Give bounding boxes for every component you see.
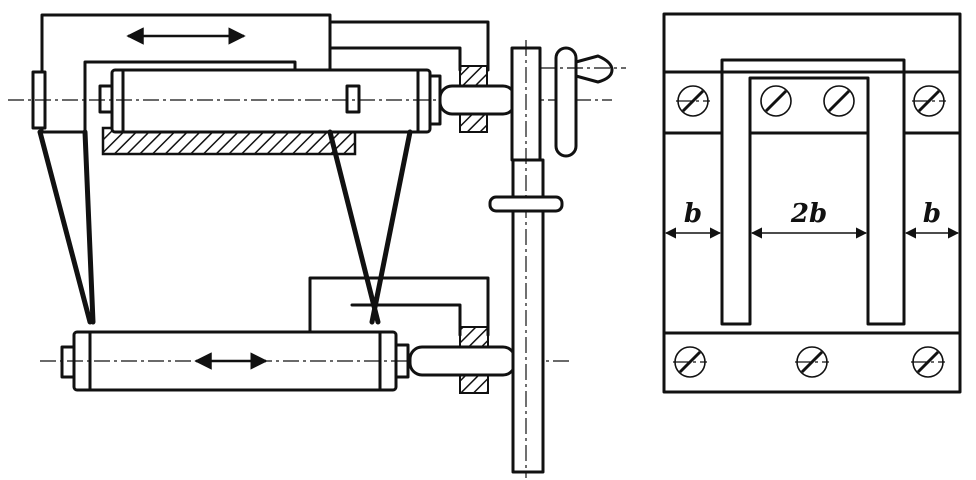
fork xyxy=(720,58,906,326)
bolt-icon xyxy=(795,346,829,378)
front-frame xyxy=(662,12,962,394)
upper-bearing-bottom xyxy=(459,113,488,133)
crank-arm xyxy=(554,46,578,158)
bolt-icon xyxy=(760,85,792,117)
upper-roller xyxy=(110,68,432,134)
dimension-label-left: b xyxy=(684,199,702,229)
lower-bearing-top xyxy=(459,326,489,348)
bolt-icon xyxy=(823,85,855,117)
upper-bearing-top xyxy=(459,65,488,87)
front-view: b 2b b xyxy=(662,12,962,394)
bolt-icon xyxy=(911,346,945,378)
upper-shaft xyxy=(438,84,517,116)
side-view xyxy=(8,13,626,478)
crank-knob xyxy=(574,54,614,84)
lower-shaft xyxy=(408,345,517,377)
guide-pin xyxy=(488,195,564,213)
right-belt xyxy=(327,129,413,325)
upper-roller-right-nut xyxy=(345,84,361,114)
bolt-icon xyxy=(912,85,946,117)
upper-roller-left-nut xyxy=(98,84,114,114)
bolt-icon xyxy=(676,85,710,117)
frame-bracket xyxy=(328,20,490,72)
upper-frame xyxy=(40,13,332,134)
lower-bearing-bottom xyxy=(459,374,489,394)
dimension-label-right: b xyxy=(923,199,941,229)
bolt-icon xyxy=(673,346,707,378)
lower-roller-left-nut xyxy=(60,345,76,379)
dimension-label-center: 2b xyxy=(790,199,827,229)
left-belt xyxy=(37,129,96,325)
bolt-icons xyxy=(673,85,946,378)
